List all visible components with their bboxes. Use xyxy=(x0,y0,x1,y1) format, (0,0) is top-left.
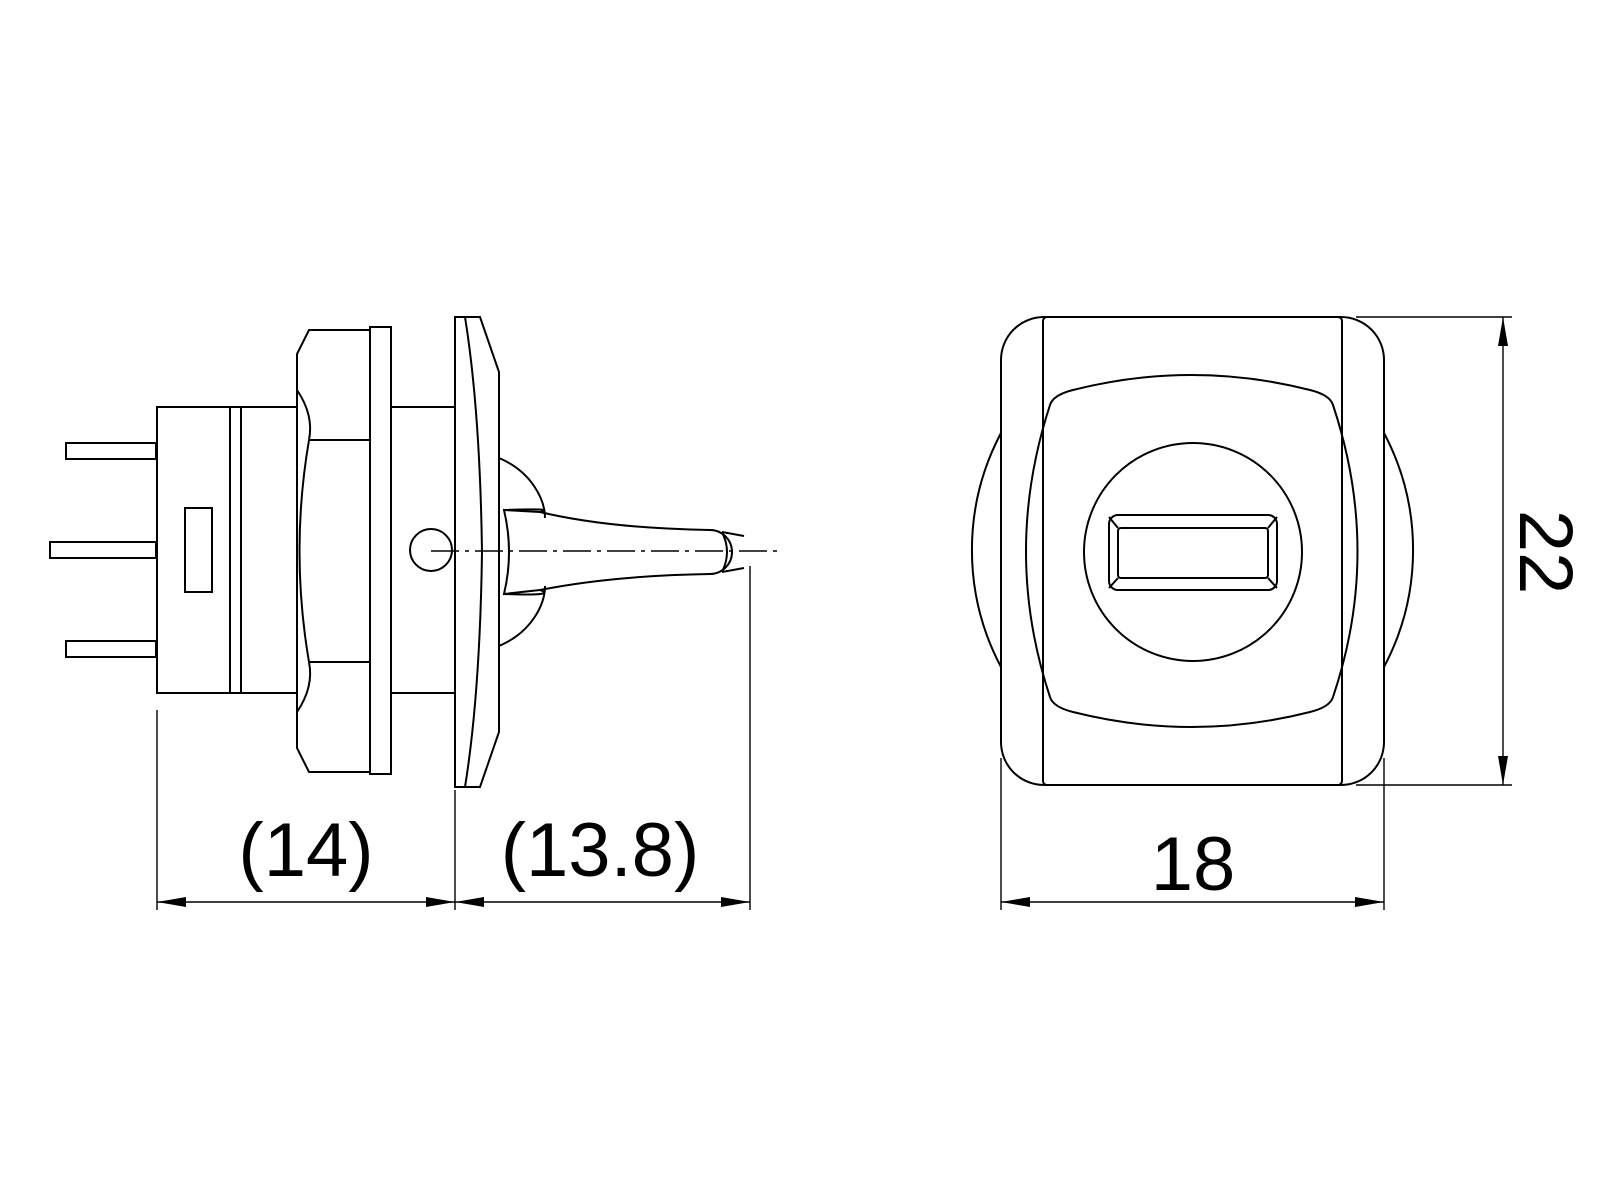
front-view: 18 22 xyxy=(971,316,1588,910)
toggle-lever xyxy=(502,508,745,596)
dim-label-body-length: (14) xyxy=(238,808,373,893)
bezel-inner-face xyxy=(1025,374,1359,728)
bezel-profile xyxy=(454,316,500,788)
round-body-right xyxy=(1383,432,1414,668)
terminal-pin-bottom xyxy=(65,640,157,658)
bezel-outer-face xyxy=(1042,316,1343,786)
slot-outer xyxy=(1108,514,1278,591)
flange-washer xyxy=(369,326,392,775)
hex-nut-outline xyxy=(296,329,371,773)
dim-label-width: 18 xyxy=(1151,822,1236,907)
bezel-outer-tall xyxy=(1000,316,1385,786)
threaded-bushing xyxy=(391,406,455,694)
dim-label-lever-length: (13.8) xyxy=(501,808,700,893)
terminal-pins xyxy=(49,442,157,658)
terminal-pin-middle xyxy=(49,541,157,559)
actuator-slot xyxy=(1108,514,1278,591)
pivot-circle xyxy=(409,528,453,572)
terminal-pin-top xyxy=(65,442,157,460)
lever-outline xyxy=(502,508,733,596)
housing-window xyxy=(184,507,213,593)
housing-outline xyxy=(156,406,298,694)
hex-nut xyxy=(296,329,371,773)
slot-inner xyxy=(1117,527,1269,579)
actuator-circle xyxy=(1083,442,1303,662)
rear-housing xyxy=(156,406,298,694)
bezel-outline xyxy=(454,316,500,788)
front-dimensions: 18 22 xyxy=(1000,316,1588,910)
dim-label-height: 22 xyxy=(1503,510,1588,595)
side-view: (14) (13.8) xyxy=(49,316,778,910)
round-body-left xyxy=(971,432,1002,668)
side-dimensions: (14) (13.8) xyxy=(156,566,751,910)
